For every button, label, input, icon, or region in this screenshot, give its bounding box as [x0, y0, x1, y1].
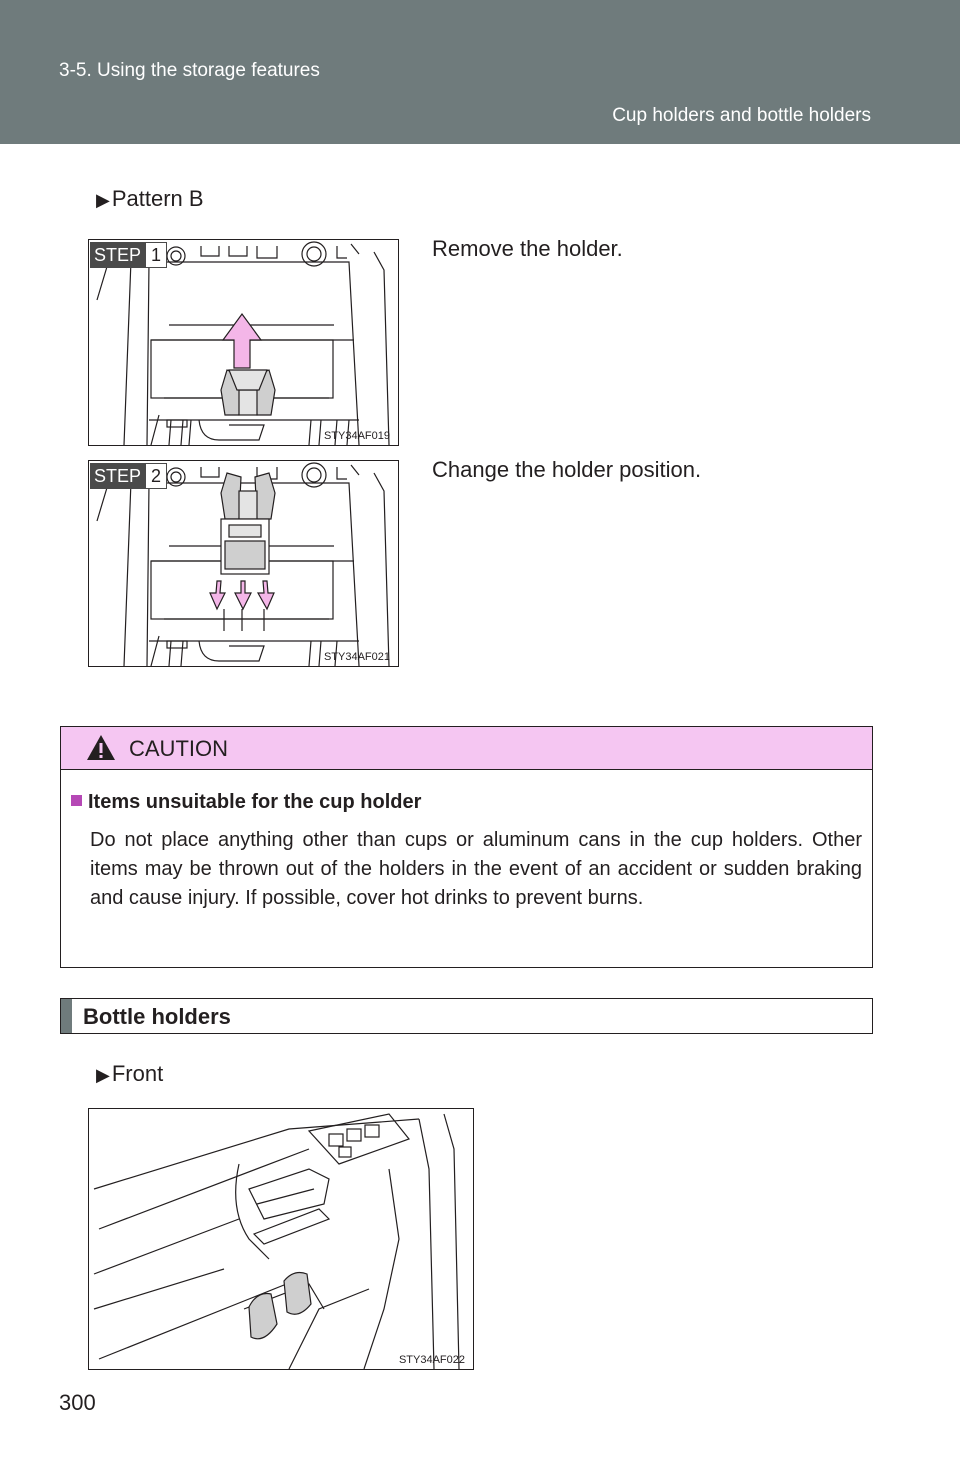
down-arrow-icon	[234, 580, 252, 611]
step1-text: Remove the holder.	[432, 236, 623, 261]
up-arrow-icon	[221, 312, 263, 369]
door-panel-illustration	[93, 1113, 460, 1369]
down-arrow-icon	[256, 580, 275, 611]
front-label: ▶Front	[96, 1061, 164, 1086]
figure-code: STY34AF022	[398, 1354, 465, 1366]
step2-text: Change the holder position.	[432, 457, 702, 482]
figure-code: STY34AF019	[323, 430, 390, 442]
caution-box: CAUTION Items unsuitable for the cup hol…	[60, 726, 873, 968]
pattern-label: ▶Pattern B	[96, 186, 204, 211]
square-bullet-icon	[71, 795, 82, 806]
right-triangle-icon: ▶	[96, 1065, 110, 1085]
console-illustration	[96, 241, 390, 445]
down-arrow-icon	[209, 580, 226, 611]
section-heading: Bottle holders	[60, 998, 873, 1034]
page-header: 3-5. Using the storage features Cup hold…	[0, 0, 960, 144]
caution-title: CAUTION	[129, 736, 228, 761]
heading-stripe	[61, 999, 72, 1033]
figure-code: STY34AF021	[323, 651, 390, 663]
section-title: 3-5. Using the storage features	[59, 60, 320, 81]
caution-header: CAUTION	[61, 727, 872, 770]
caution-subheading: Items unsuitable for the cup holder	[71, 791, 421, 814]
door-figure: STY34AF022	[88, 1108, 474, 1370]
caution-text: Do not place anything other than cups or…	[90, 829, 862, 909]
page-number: 300	[59, 1390, 96, 1415]
right-triangle-icon: ▶	[96, 190, 110, 210]
console-illustration	[96, 462, 390, 666]
warning-triangle-icon	[87, 735, 115, 760]
page-topic: Cup holders and bottle holders	[612, 105, 871, 126]
